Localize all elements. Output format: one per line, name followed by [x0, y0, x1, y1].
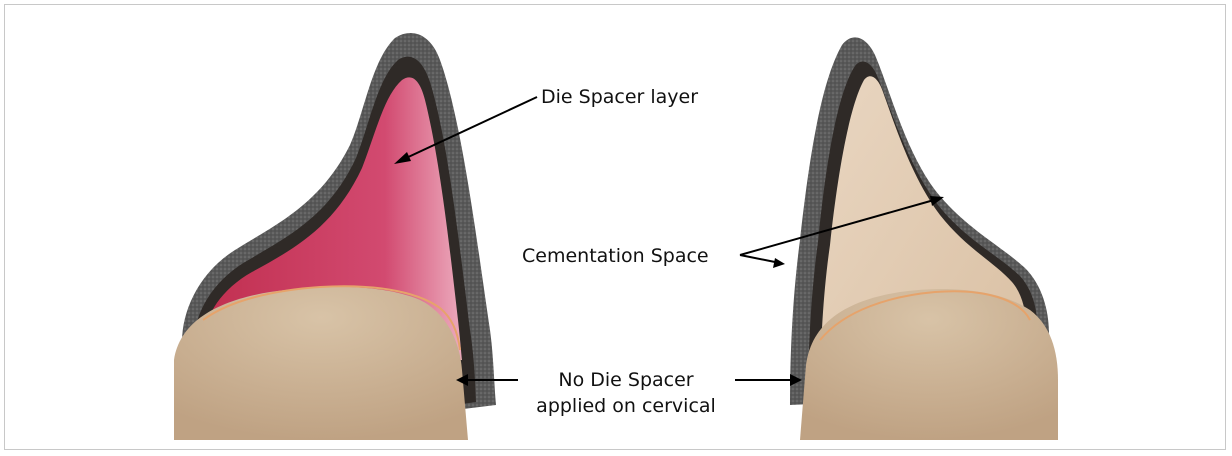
- cementation-arrow-lower: [740, 255, 775, 262]
- cementation-space-label: Cementation Space: [522, 245, 709, 267]
- cementation-arrowhead-lower: [773, 258, 785, 268]
- right-tooth-illustration: [790, 37, 1058, 440]
- left-tooth-illustration: [174, 33, 496, 440]
- no-die-spacer-label-line1: No Die Spacer: [558, 369, 693, 391]
- die-spacer-layer-label: Die Spacer layer: [541, 86, 698, 108]
- no-die-spacer-label-line2: applied on cervical: [536, 395, 716, 417]
